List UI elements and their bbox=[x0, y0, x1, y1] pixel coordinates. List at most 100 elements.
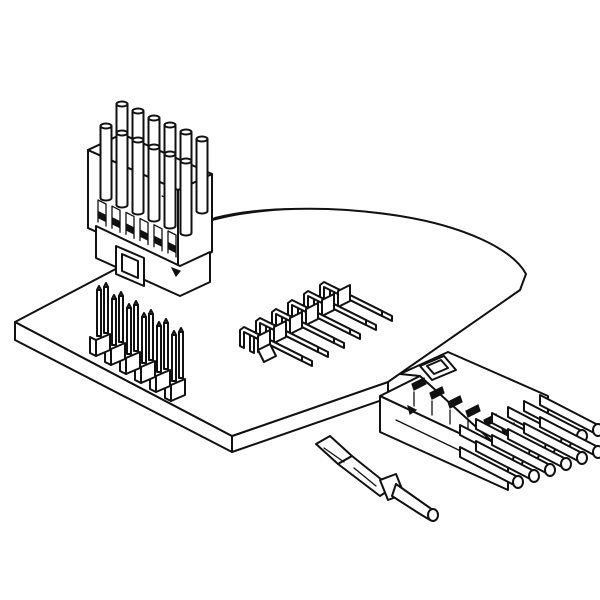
vrec-wire-1-5-top bbox=[179, 157, 193, 165]
receptacle-terminal-slots bbox=[97, 199, 177, 258]
vrec-slot-latch-1 bbox=[112, 217, 120, 229]
vrec-slot-5 bbox=[167, 230, 177, 258]
contact-spring-detail bbox=[323, 447, 377, 487]
receptacle-lower-body bbox=[95, 225, 211, 297]
vrec-wire-1-2-body bbox=[131, 139, 145, 216]
vrec-wire-1-5-body bbox=[179, 160, 193, 237]
vrec-wire-0-5 bbox=[195, 135, 209, 215]
vheader-pin-1-2 bbox=[133, 304, 139, 352]
vheader-pin-0-3 bbox=[141, 316, 147, 364]
hrec-wire-end-1-5 bbox=[592, 445, 600, 459]
contact-wire-end bbox=[427, 508, 439, 522]
hrec-wire-end-0-5 bbox=[592, 423, 600, 437]
vrec-slot-1 bbox=[111, 205, 121, 233]
vrec-slot-latch-2 bbox=[126, 223, 134, 235]
vrec-wire-1-1-top bbox=[115, 129, 129, 137]
raheader-block-2 bbox=[289, 311, 303, 335]
vheader-pin-1-5 bbox=[178, 331, 184, 379]
vrec-wire-0-2-top bbox=[147, 114, 161, 122]
vrec-wire-0-4-top bbox=[179, 128, 193, 136]
vheader-pin-tip-0-3 bbox=[141, 312, 147, 318]
hrec-wire-end-1-2 bbox=[544, 463, 556, 477]
hrec-wire-1-3 bbox=[507, 428, 572, 471]
vrec-wire-1-4-top bbox=[163, 150, 177, 158]
vheader-pin-tip-1-2 bbox=[133, 300, 139, 306]
crimp-contact-with-wire bbox=[315, 435, 439, 522]
hrec-wire-0-5 bbox=[539, 394, 600, 437]
vertical-pin-header bbox=[89, 282, 186, 402]
vheader-pin-0-0 bbox=[96, 289, 102, 337]
vrec-wire-1-1 bbox=[115, 129, 129, 209]
vheader-pin-tip-1-4 bbox=[163, 318, 169, 324]
receptacle-wires bbox=[99, 100, 209, 237]
latch-window-inner bbox=[121, 253, 139, 279]
raheader-block-3 bbox=[305, 302, 319, 326]
vrec-wire-1-5 bbox=[179, 157, 193, 237]
vrec-wire-1-2 bbox=[131, 136, 145, 216]
vheader-pin-1-3 bbox=[148, 313, 154, 361]
vrec-slot-3 bbox=[139, 217, 149, 246]
hrec-slot-3 bbox=[465, 404, 481, 418]
vrec-wire-0-5-body bbox=[195, 138, 209, 215]
hrec-wire-end-1-4 bbox=[576, 451, 588, 465]
vrec-wire-1-4 bbox=[163, 150, 177, 230]
vrec-wire-0-5-top bbox=[195, 135, 209, 143]
vheader-pin-1-0 bbox=[103, 286, 109, 334]
hrec-slot-0 bbox=[411, 377, 427, 391]
vheader-pin-tip-1-1 bbox=[118, 291, 124, 297]
vrec-slot-4 bbox=[153, 224, 163, 252]
vheader-pin-0-5 bbox=[171, 334, 177, 382]
vheader-pin-tip-0-1 bbox=[111, 294, 117, 300]
vertical-wire-to-board-receptacle-with-wires bbox=[87, 100, 213, 297]
vheader-pin-tip-0-4 bbox=[156, 321, 162, 327]
raheader-block-5 bbox=[337, 284, 351, 308]
vrec-wire-0-0-top bbox=[115, 100, 129, 108]
vrec-slot-latch-0 bbox=[98, 211, 106, 222]
vrec-wire-1-3 bbox=[147, 143, 161, 223]
hrec-wire-1-5 bbox=[539, 416, 600, 459]
hrec-wires bbox=[459, 394, 600, 489]
vheader-pin-tip-1-3 bbox=[148, 309, 154, 315]
hrec-latch-window-inner bbox=[426, 359, 449, 375]
vrec-slot-0 bbox=[97, 199, 107, 227]
vheader-pin-tip-1-0 bbox=[103, 282, 109, 288]
vheader-block-side-0 bbox=[89, 336, 97, 357]
raheader-block-4 bbox=[321, 293, 335, 317]
vrec-slot-latch-4 bbox=[154, 235, 162, 247]
hrec-slot-1 bbox=[429, 386, 445, 400]
vheader-pin-tip-0-5 bbox=[171, 330, 177, 336]
raheader-mount-foot bbox=[257, 343, 277, 363]
hrec-slot-2 bbox=[447, 395, 463, 409]
hrec-wire-1-0 bbox=[459, 446, 524, 489]
vrec-wire-1-3-top bbox=[147, 143, 161, 151]
hrec-wire-1-2 bbox=[491, 434, 556, 477]
vheader-pin-1-1 bbox=[118, 295, 124, 343]
hrec-wire-end-1-1 bbox=[528, 469, 540, 483]
vheader-pin-tip-0-0 bbox=[96, 285, 102, 291]
vheader-pin-0-1 bbox=[111, 298, 117, 346]
raheader-block-1 bbox=[273, 320, 287, 344]
vheader-pin-0-2 bbox=[126, 307, 132, 355]
vrec-slot-2 bbox=[125, 211, 135, 240]
vrec-wire-1-3-body bbox=[147, 146, 161, 223]
vrec-wire-1-0 bbox=[99, 122, 113, 202]
right-angle-pin-header bbox=[239, 281, 393, 367]
vheader-pin-0-4 bbox=[156, 325, 162, 373]
vrec-slot-latch-5 bbox=[168, 242, 176, 253]
vrec-slot-latch-3 bbox=[140, 229, 148, 241]
hrec-polarity-triangle-icon bbox=[407, 404, 418, 415]
hrec-wire-1-1 bbox=[475, 440, 540, 483]
hrec-wire-end-1-3 bbox=[560, 457, 572, 471]
horizontal-receptacle-with-wires bbox=[379, 351, 600, 491]
polarity-triangle-icon bbox=[170, 266, 181, 278]
hrec-wire-1-4 bbox=[523, 422, 588, 465]
vheader-pin-1-4 bbox=[163, 322, 169, 370]
vheader-pin-tip-1-5 bbox=[178, 327, 184, 333]
hrec-wire-end-1-0 bbox=[512, 475, 524, 489]
vheader-pin-tip-0-2 bbox=[126, 303, 132, 309]
vrec-wire-1-2-top bbox=[131, 136, 145, 144]
vrec-wire-1-1-body bbox=[115, 132, 129, 209]
vrec-wire-0-1-top bbox=[131, 107, 145, 115]
